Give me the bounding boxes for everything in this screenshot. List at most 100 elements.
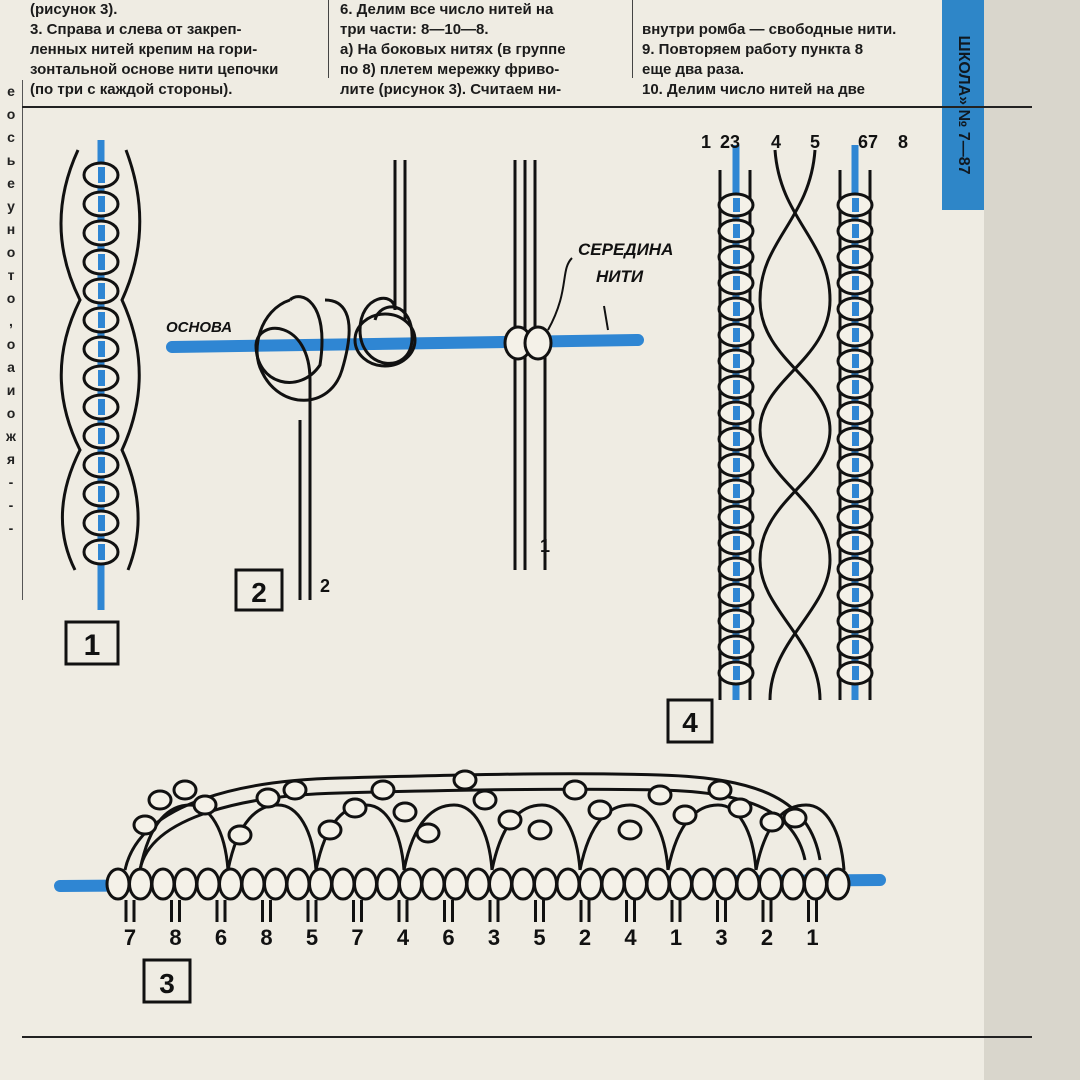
knot-bead — [562, 779, 588, 801]
margin-letter: е — [7, 83, 15, 99]
picot-loop — [138, 803, 230, 871]
margin-letter: у — [7, 198, 15, 214]
base-knot — [645, 867, 671, 901]
margin-letter: я — [6, 451, 16, 467]
figure-3-thread-number: 1 — [670, 925, 682, 950]
knot-bead — [527, 819, 553, 841]
next-page-edge — [984, 0, 1080, 1080]
braid-core — [733, 302, 740, 316]
base-knot — [353, 867, 378, 901]
margin-letter: , — [9, 313, 13, 329]
knot-bead — [415, 822, 441, 844]
figure-4-number: 4 — [682, 707, 698, 738]
braid-core — [733, 380, 740, 394]
braid-core — [852, 276, 859, 290]
figure-4-thread-label: 5 — [810, 132, 820, 152]
figure-1-number-box — [64, 620, 120, 666]
figure-1-number: 1 — [84, 629, 101, 662]
figure-3-thread-number: 2 — [761, 925, 773, 950]
figure-3-number-box — [142, 958, 192, 1004]
chain-core — [98, 515, 105, 531]
margin-letter: о — [6, 106, 16, 122]
margin-letter: о — [6, 336, 16, 352]
braid-core — [733, 614, 740, 628]
knot-bead — [472, 789, 498, 811]
braid-core — [852, 484, 859, 498]
figure-3-thread-number: 4 — [624, 925, 637, 950]
base-knot — [173, 867, 198, 901]
picot-loop — [666, 803, 758, 871]
braid-core — [733, 458, 740, 472]
base-knot — [420, 867, 446, 901]
braid-core — [852, 302, 859, 316]
braid-core — [733, 250, 740, 264]
knot-bead — [370, 779, 396, 801]
braid-core — [852, 328, 859, 342]
chain-core — [98, 399, 105, 415]
knot-bead — [255, 787, 281, 809]
base-knot — [128, 867, 153, 901]
braid-core — [733, 562, 740, 576]
chain-core — [98, 196, 105, 212]
picot-loop — [490, 803, 582, 871]
knot-bead — [227, 824, 253, 846]
margin-letter: т — [7, 267, 15, 283]
chain-core — [98, 457, 105, 473]
base-knot — [308, 867, 333, 901]
figure-3-thread-number: 1 — [806, 925, 818, 950]
figure-3-thread-number: 6 — [215, 925, 227, 950]
base-knot — [758, 867, 783, 901]
margin-letter: о — [6, 244, 16, 260]
braid-core — [733, 536, 740, 550]
base-knot — [533, 867, 558, 901]
braid-core — [852, 588, 859, 602]
text-column-2: 6. Делим все число нитей на три части: 8… — [340, 1, 566, 98]
braid-core — [733, 224, 740, 238]
figure-3-thread-number: 2 — [579, 925, 591, 950]
knot-bead — [672, 804, 698, 826]
figure-3-thread-number: 8 — [260, 925, 272, 950]
figure-4-thread-label: 4 — [771, 132, 781, 152]
braid-core — [852, 666, 859, 680]
knot-bead — [782, 807, 808, 829]
base-knot — [623, 867, 648, 901]
braid-core — [852, 406, 859, 420]
base-knot — [825, 867, 851, 901]
braid-core — [852, 224, 859, 238]
column-rule — [632, 0, 633, 78]
knot-bead — [282, 779, 308, 801]
column-rule — [328, 0, 329, 78]
figure-3-thread-number: 7 — [124, 925, 136, 950]
braid-core — [733, 198, 740, 212]
base-knot — [690, 867, 716, 901]
figure-2-number-box — [234, 568, 284, 612]
middle-of-thread-label-line2: НИТИ — [596, 267, 644, 286]
base-knot — [803, 867, 828, 901]
figure-4-thread-label: 67 — [858, 132, 878, 152]
base-knot — [735, 867, 761, 901]
braid-core — [733, 640, 740, 654]
base-knot — [488, 867, 513, 901]
braid-core — [852, 354, 859, 368]
thread-label-1: 1 — [540, 536, 550, 556]
chain-core — [98, 341, 105, 357]
knot-bead — [132, 814, 158, 836]
braid-core — [733, 276, 740, 290]
base-knot — [375, 867, 401, 901]
knot-bead — [647, 784, 673, 806]
text-column-1: (рисунок 3). 3. Справа и слева от закреп… — [30, 1, 279, 98]
base-knot — [780, 867, 806, 901]
figure-4-number-box — [666, 698, 714, 744]
figure-3-thread-number: 6 — [442, 925, 454, 950]
base-knot — [600, 867, 626, 901]
base-knot — [150, 867, 176, 901]
base-knot — [510, 867, 536, 901]
knot-bead — [147, 789, 173, 811]
magazine-tab: ШКОЛА» № 7—87 — [942, 0, 984, 210]
picot-loop — [578, 803, 670, 871]
base-knot — [465, 867, 491, 901]
knot-bead — [342, 797, 368, 819]
base-knot — [555, 867, 581, 901]
knot-bead — [727, 797, 753, 819]
